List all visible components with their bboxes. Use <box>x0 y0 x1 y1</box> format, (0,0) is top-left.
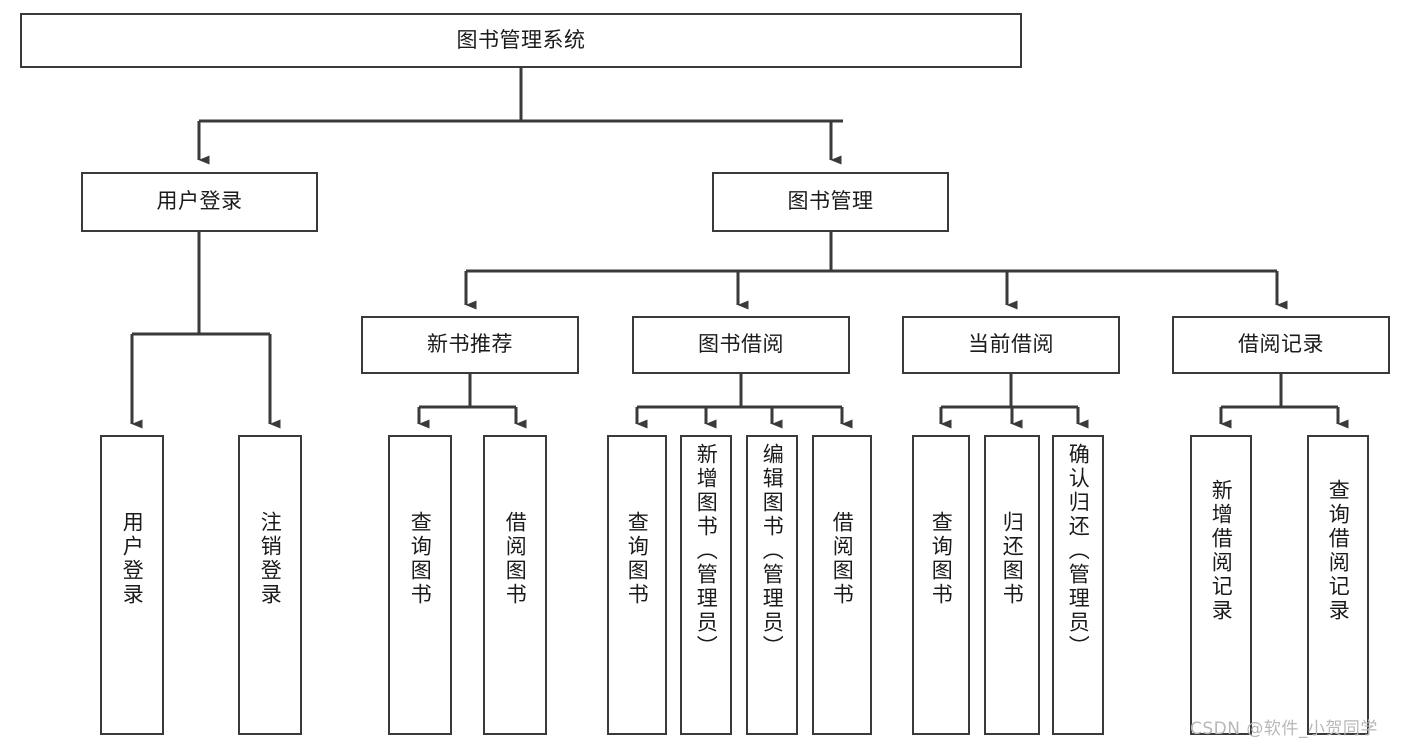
node-leaf-user-login[interactable]: 用户登录 <box>100 435 164 735</box>
node-leaf-query-book-1-label: 查询图书 <box>408 511 433 607</box>
node-leaf-edit-book-label: 编辑图书（管理员） <box>760 443 785 659</box>
node-current-borrow[interactable]: 当前借阅 <box>902 316 1120 374</box>
node-root[interactable]: 图书管理系统 <box>20 13 1022 68</box>
node-leaf-add-record[interactable]: 新增借阅记录 <box>1190 435 1252 735</box>
node-leaf-confirm-return[interactable]: 确认归还（管理员） <box>1052 435 1104 735</box>
node-leaf-borrow-book-2-label: 借阅图书 <box>830 511 855 607</box>
node-book-borrow[interactable]: 图书借阅 <box>632 316 850 374</box>
node-leaf-return-book[interactable]: 归还图书 <box>984 435 1040 735</box>
node-leaf-query-book-3-label: 查询图书 <box>929 511 954 607</box>
node-new-book-recommend-label: 新书推荐 <box>427 332 513 357</box>
node-new-book-recommend[interactable]: 新书推荐 <box>361 316 579 374</box>
node-leaf-query-book-2[interactable]: 查询图书 <box>607 435 667 735</box>
node-user-login-label: 用户登录 <box>156 189 243 214</box>
node-leaf-borrow-book-1[interactable]: 借阅图书 <box>483 435 547 735</box>
node-leaf-user-login-label: 用户登录 <box>120 511 145 607</box>
node-borrow-record[interactable]: 借阅记录 <box>1172 316 1390 374</box>
node-leaf-borrow-book-2[interactable]: 借阅图书 <box>812 435 872 735</box>
node-leaf-add-record-label: 新增借阅记录 <box>1209 479 1234 623</box>
node-current-borrow-label: 当前借阅 <box>968 332 1054 357</box>
node-leaf-query-book-2-label: 查询图书 <box>625 511 650 607</box>
node-leaf-query-record-label: 查询借阅记录 <box>1326 479 1351 623</box>
node-leaf-add-book-label: 新增图书（管理员） <box>694 443 719 659</box>
node-root-label: 图书管理系统 <box>456 27 586 52</box>
node-leaf-logout-label: 注销登录 <box>258 511 283 607</box>
node-borrow-record-label: 借阅记录 <box>1238 332 1324 357</box>
node-leaf-query-record[interactable]: 查询借阅记录 <box>1307 435 1369 735</box>
node-book-borrow-label: 图书借阅 <box>698 332 784 357</box>
node-leaf-query-book-1[interactable]: 查询图书 <box>388 435 452 735</box>
node-leaf-confirm-return-label: 确认归还（管理员） <box>1066 443 1091 659</box>
node-user-login[interactable]: 用户登录 <box>81 172 318 232</box>
node-book-management-label: 图书管理 <box>787 189 874 214</box>
node-leaf-borrow-book-1-label: 借阅图书 <box>503 511 528 607</box>
node-leaf-add-book[interactable]: 新增图书（管理员） <box>680 435 732 735</box>
node-book-management[interactable]: 图书管理 <box>712 172 949 232</box>
node-leaf-logout[interactable]: 注销登录 <box>238 435 302 735</box>
node-leaf-edit-book[interactable]: 编辑图书（管理员） <box>746 435 798 735</box>
node-leaf-return-book-label: 归还图书 <box>1000 511 1025 607</box>
node-leaf-query-book-3[interactable]: 查询图书 <box>912 435 970 735</box>
